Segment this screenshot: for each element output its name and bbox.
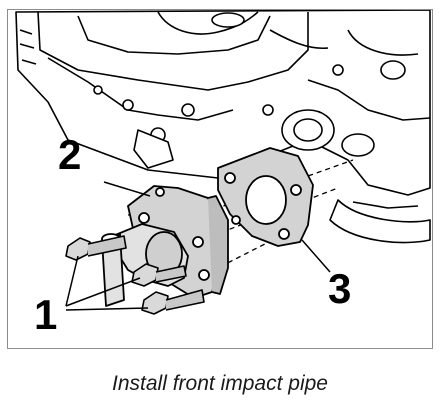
figure-caption: Install front impact pipe	[112, 372, 328, 395]
bolt-lower	[141, 289, 205, 315]
leader-1a	[65, 255, 79, 307]
engine-block	[15, 10, 431, 244]
gasket	[217, 147, 314, 247]
leader-3	[301, 239, 331, 273]
bolts	[65, 235, 205, 315]
bolt-middle	[131, 263, 187, 287]
callout-3: 3	[328, 265, 352, 312]
leader-2	[103, 181, 151, 197]
leader-lines	[65, 181, 331, 311]
diagram-frame: 2 3 1	[7, 9, 433, 349]
bolt-upper-left	[65, 235, 127, 261]
exploded-view-illustration	[15, 10, 431, 315]
callout-2: 2	[58, 131, 82, 178]
callout-1: 1	[34, 291, 58, 338]
leader-1c	[65, 307, 149, 311]
leader-1b	[65, 277, 141, 307]
